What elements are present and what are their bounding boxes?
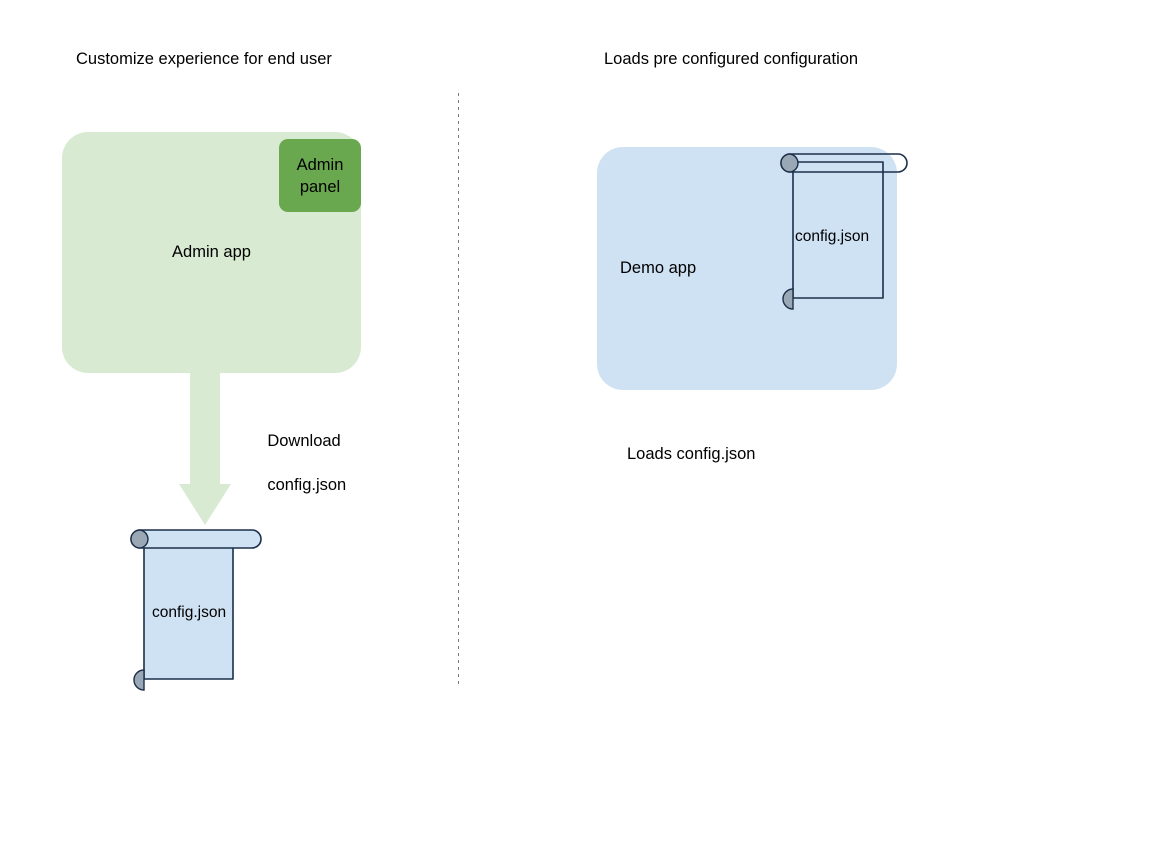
download-arrow-label: Download config.json xyxy=(249,408,346,518)
right-section-title: Loads pre configured configuration xyxy=(604,50,859,68)
admin-panel-label-line2: panel xyxy=(299,177,341,196)
config-json-label-right: config.json xyxy=(795,228,870,245)
config-json-document-left[interactable] xyxy=(118,526,266,692)
admin-panel-label: Admin panel xyxy=(297,154,344,198)
demo-app-label: Demo app xyxy=(620,259,697,277)
loads-config-caption: Loads config.json xyxy=(627,445,756,463)
admin-panel-box[interactable]: Admin panel xyxy=(279,139,361,212)
demo-app-box[interactable] xyxy=(597,147,897,390)
download-label-line1: Download xyxy=(267,432,341,450)
download-label-line2: config.json xyxy=(267,476,347,494)
config-json-label-left: config.json xyxy=(152,604,227,621)
admin-panel-label-line1: Admin xyxy=(296,155,344,174)
vertical-dotted-divider xyxy=(458,93,459,685)
download-arrow-icon xyxy=(179,366,231,525)
config-json-document-right[interactable] xyxy=(770,150,913,310)
left-section-title: Customize experience for end user xyxy=(76,50,332,68)
admin-app-label: Admin app xyxy=(172,243,251,261)
